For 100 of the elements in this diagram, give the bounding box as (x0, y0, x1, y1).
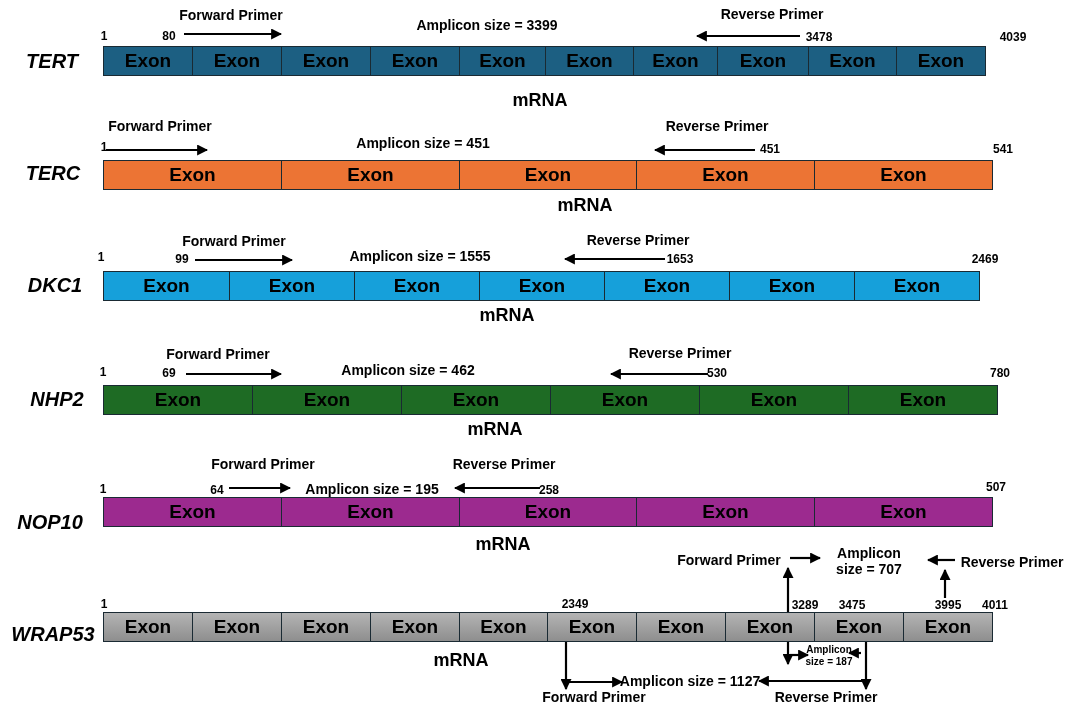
position-number: 1 (97, 251, 105, 265)
gene-name: WRAP53 (11, 622, 95, 646)
position-number: 64 (210, 484, 224, 498)
connector-arrow (560, 642, 572, 691)
amplicon-size-label: Amplicon size = 1127 (619, 672, 761, 690)
exon-box: Exon (103, 271, 230, 301)
mrna-label: mRNA (479, 304, 535, 326)
exon-box: Exon (192, 612, 282, 642)
arrow (757, 675, 864, 687)
primer-label: Forward Primer (182, 232, 286, 250)
exon-box: Exon (545, 46, 634, 76)
connector-arrow (782, 566, 794, 612)
exon-box: Exon (633, 46, 718, 76)
position-number: 80 (162, 30, 176, 44)
exon-box: Exon (479, 271, 605, 301)
amplicon-size-label: Amplicon size = 3399 (416, 16, 558, 34)
position-number: 2469 (971, 253, 999, 267)
exon-box: Exon (459, 160, 637, 190)
position-number: 3289 (791, 599, 819, 613)
position-number: 4011 (982, 599, 1008, 613)
exon-box: Exon (814, 497, 993, 527)
exon-box: Exon (103, 385, 253, 415)
primer-label: Forward Primer (677, 551, 781, 569)
primer-label: Forward Primer (211, 455, 315, 473)
exon-box: Exon (854, 271, 980, 301)
mrna-label: mRNA (557, 194, 613, 216)
position-number: 507 (986, 481, 1006, 495)
position-number: 69 (162, 367, 176, 381)
connector-arrow (939, 568, 951, 598)
mrna-label: mRNA (512, 89, 568, 111)
mrna-label: mRNA (475, 533, 531, 555)
exon-box: Exon (636, 160, 815, 190)
exon-box: Exon (729, 271, 855, 301)
position-number: 1 (100, 30, 108, 44)
position-number: 780 (990, 367, 1010, 381)
exon-box: Exon (896, 46, 986, 76)
primer-label: Reverse Primer (720, 5, 824, 23)
exon-box: Exon (281, 160, 460, 190)
amplicon-size-label: Amplicon size = 451 (356, 134, 490, 152)
position-number: 3475 (838, 599, 866, 613)
gene-name: NHP2 (30, 387, 84, 411)
primer-label: Reverse Primer (774, 688, 878, 706)
arrow (568, 676, 624, 688)
exon-box: Exon (103, 497, 282, 527)
position-number: 1 (99, 483, 107, 497)
exon-box: Exon (814, 160, 993, 190)
exon-box: Exon (229, 271, 355, 301)
exon-box: Exon (459, 46, 546, 76)
exon-box: Exon (848, 385, 998, 415)
exon-box: Exon (814, 612, 904, 642)
exon-box: Exon (550, 385, 700, 415)
position-number: 3995 (934, 599, 962, 613)
exon-box: Exon (103, 160, 282, 190)
exon-box: Exon (370, 46, 460, 76)
exon-box: Exon (717, 46, 809, 76)
primer-label: Forward Primer (108, 117, 212, 135)
primer-label: Reverse Primer (586, 231, 690, 249)
exon-box: Exon (252, 385, 402, 415)
primer-label: Forward Primer (166, 345, 270, 363)
exon-box: Exon (459, 612, 548, 642)
exon-box: Exon (903, 612, 993, 642)
position-number: 1 (100, 598, 108, 612)
exon-box: Exon (401, 385, 551, 415)
gene-name: DKC1 (27, 273, 83, 297)
connector-arrow (860, 642, 872, 691)
exon-box: Exon (636, 612, 726, 642)
connector-arrow (782, 642, 794, 666)
amplicon-size-label: Amplicon size = 707 (835, 544, 903, 578)
amplicon-size-label: Amplicon size = 187 (799, 643, 859, 667)
position-number: 99 (175, 253, 189, 267)
exon-box: Exon (370, 612, 460, 642)
exon-box: Exon (281, 612, 371, 642)
exon-box: Exon (808, 46, 897, 76)
gene-name: TERT (26, 49, 78, 73)
primer-label: Reverse Primer (452, 455, 556, 473)
amplicon-size-label: Amplicon size = 1555 (349, 247, 491, 265)
position-number: 1 (99, 366, 107, 380)
primer-label: Reverse Primer (628, 344, 732, 362)
position-number: 2349 (561, 598, 589, 612)
primer-label: Reverse Primer (665, 117, 769, 135)
exon-box: Exon (699, 385, 849, 415)
exon-box: Exon (281, 46, 371, 76)
position-number: 3478 (805, 31, 833, 45)
position-number: 258 (539, 484, 559, 498)
position-number: 4039 (999, 31, 1027, 45)
gene-name: TERC (25, 161, 81, 185)
exon-box: Exon (354, 271, 480, 301)
exon-box: Exon (459, 497, 637, 527)
primer-label: Forward Primer (542, 688, 646, 706)
position-number: 530 (707, 367, 727, 381)
exon-box: Exon (604, 271, 730, 301)
gene-name: NOP10 (17, 510, 83, 534)
position-number: 541 (993, 143, 1013, 157)
mrna-label: mRNA (433, 649, 489, 671)
position-number: 451 (760, 143, 780, 157)
mrna-label: mRNA (467, 418, 523, 440)
exon-box: Exon (281, 497, 460, 527)
exon-box: Exon (636, 497, 815, 527)
amplicon-size-label: Amplicon size = 462 (341, 361, 475, 379)
primer-label: Forward Primer (179, 6, 283, 24)
